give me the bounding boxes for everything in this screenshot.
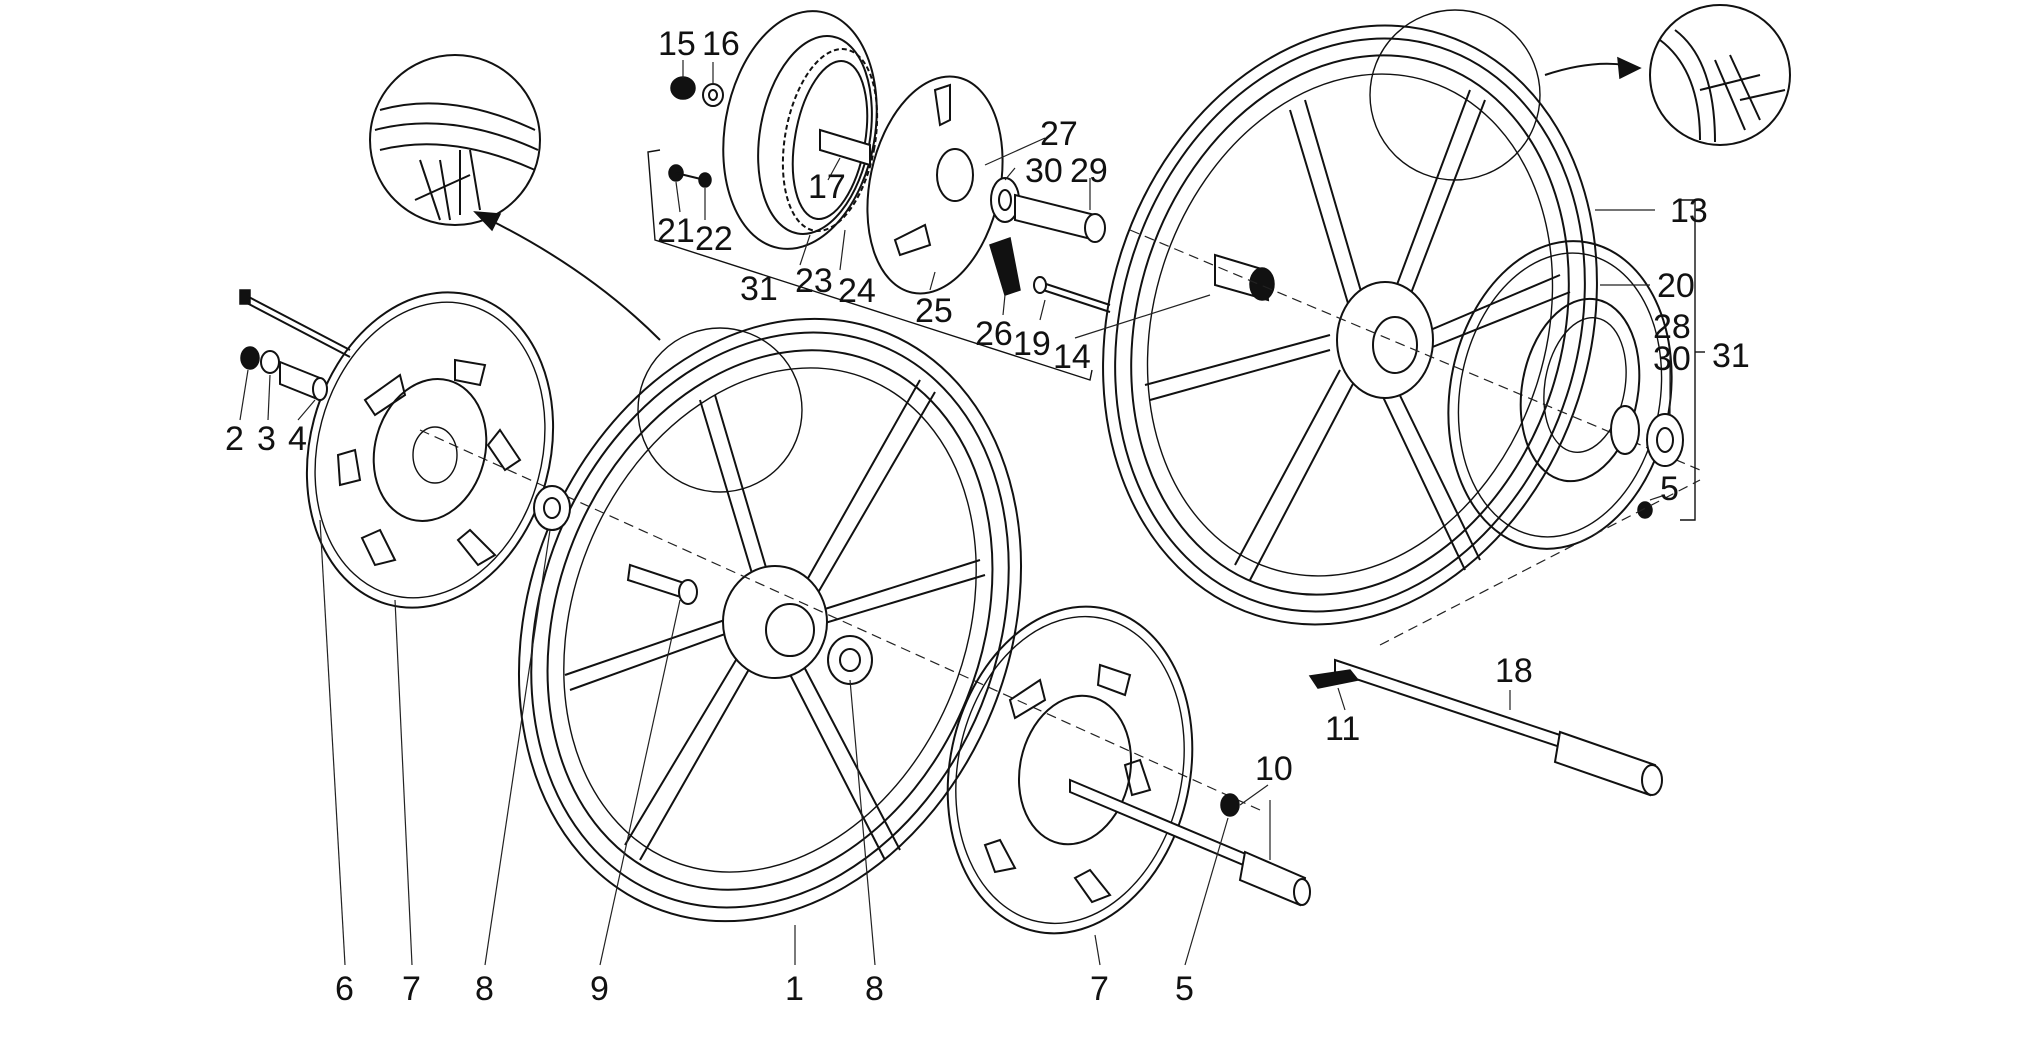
label-part-29: 29 bbox=[1070, 152, 1108, 190]
label-part-22: 22 bbox=[695, 220, 733, 258]
label-part-6: 6 bbox=[335, 970, 354, 1008]
label-part-30-right: 30 bbox=[1653, 340, 1691, 378]
left-bolts bbox=[239, 289, 351, 402]
label-part-18: 18 bbox=[1495, 652, 1533, 690]
right-bracket bbox=[1680, 199, 1696, 521]
front-rim-detail-inset bbox=[369, 54, 541, 226]
label-part-5-right: 5 bbox=[1660, 470, 1679, 508]
label-part-31-right: 31 bbox=[1712, 337, 1750, 375]
label-part-14: 14 bbox=[1053, 338, 1091, 376]
front-axle bbox=[1069, 778, 1311, 907]
left-brake-disc bbox=[305, 291, 555, 609]
chain-adjuster-clip bbox=[1308, 669, 1360, 689]
leader-lines bbox=[239, 60, 1671, 966]
label-part-7-bottom: 7 bbox=[1090, 970, 1109, 1008]
rear-wheel bbox=[1102, 24, 1701, 626]
front-wheel bbox=[419, 317, 1261, 923]
label-part-13: 13 bbox=[1670, 192, 1708, 230]
front-lower-brake-disc bbox=[946, 605, 1194, 935]
label-part-30: 30 bbox=[1025, 152, 1063, 190]
front-axle-nut bbox=[1220, 793, 1240, 817]
label-part-16: 16 bbox=[702, 25, 740, 63]
label-part-28: 28 bbox=[1653, 308, 1691, 346]
part-labels: 15 16 27 30 29 17 21 22 23 24 25 26 19 1… bbox=[225, 25, 1750, 1008]
label-part-23: 23 bbox=[795, 262, 833, 300]
label-part-5-bottom: 5 bbox=[1175, 970, 1194, 1008]
label-part-8-right: 8 bbox=[865, 970, 884, 1008]
rear-brake-disc bbox=[1447, 240, 1673, 550]
rear-bearing-right bbox=[1610, 405, 1640, 455]
label-part-25: 25 bbox=[915, 292, 953, 330]
label-part-7-left: 7 bbox=[402, 970, 421, 1008]
label-part-3: 3 bbox=[257, 420, 276, 458]
detail-callout-circle-rear bbox=[1369, 9, 1541, 181]
label-part-24: 24 bbox=[838, 272, 876, 310]
rear-axle bbox=[1334, 479, 1701, 797]
label-part-9: 9 bbox=[590, 970, 609, 1008]
label-part-15: 15 bbox=[658, 25, 696, 63]
detail-arrow-front bbox=[489, 219, 661, 341]
label-part-31-top: 31 bbox=[740, 270, 778, 308]
label-part-8-left: 8 bbox=[475, 970, 494, 1008]
label-part-21: 21 bbox=[657, 212, 695, 250]
rear-axle-nut bbox=[1637, 501, 1653, 519]
label-part-26: 26 bbox=[975, 315, 1013, 353]
detail-callout-circle-front bbox=[637, 327, 803, 493]
label-part-27: 27 bbox=[1040, 115, 1078, 153]
label-part-4: 4 bbox=[288, 420, 307, 458]
label-part-1: 1 bbox=[785, 970, 804, 1008]
label-part-19: 19 bbox=[1013, 325, 1051, 363]
rear-hub-exploded bbox=[647, 10, 1111, 381]
rear-rim-detail-inset bbox=[1649, 4, 1791, 146]
left-bearing bbox=[533, 485, 571, 531]
label-part-11: 11 bbox=[1325, 710, 1360, 748]
label-part-10: 10 bbox=[1255, 750, 1293, 788]
label-part-17: 17 bbox=[808, 168, 846, 206]
label-part-20: 20 bbox=[1657, 267, 1695, 305]
detail-arrow-rear bbox=[1544, 62, 1626, 76]
label-part-2: 2 bbox=[225, 420, 244, 458]
